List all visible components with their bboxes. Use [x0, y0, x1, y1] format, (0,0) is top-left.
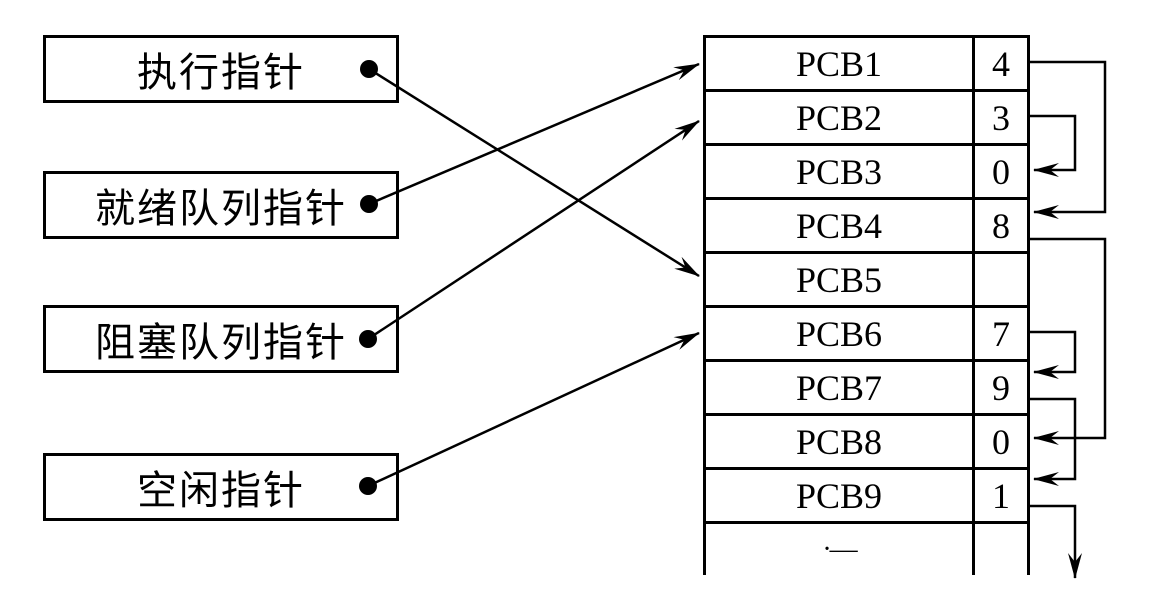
pcb-next-cell: 9 — [992, 367, 1010, 408]
arrow-free-to-pcb6 — [367, 331, 700, 488]
link-pcb4-to-pcb8 — [1030, 237, 1107, 445]
pcb-name-cell: PCB6 — [706, 308, 975, 359]
pointer-box-blocked: 阻塞队列指针 — [43, 305, 399, 373]
table-row-pcb4: PCB4 8 — [706, 200, 1027, 254]
table-row-pcb9: PCB9 1 — [706, 470, 1027, 524]
link-pcb1-to-pcb4 — [1030, 60, 1107, 219]
pcb-next-cell: 3 — [992, 97, 1010, 138]
pcb-next-cell: 1 — [992, 475, 1010, 516]
pointer-box-free: 空闲指针 — [43, 453, 399, 521]
table-row-pcb6: PCB6 7 — [706, 308, 1027, 362]
continuation-mark: ·— — [706, 524, 975, 575]
link-pcb6-to-pcb7 — [1030, 330, 1077, 379]
table-row-pcb2: PCB2 3 — [706, 92, 1027, 146]
table-row-pcb5: PCB5 — [706, 254, 1027, 308]
pcb-name-cell: PCB4 — [706, 200, 975, 251]
pointer-box-ready: 就绪队列指针 — [43, 171, 399, 239]
pointer-box-exec: 执行指针 — [43, 35, 399, 103]
pcb-next-cell: 0 — [992, 421, 1010, 462]
arrow-ready-to-pcb1 — [368, 62, 700, 206]
link-pcb9-continues-down — [1030, 504, 1082, 579]
pcb-name-cell: PCB3 — [706, 146, 975, 197]
pcb-next-cell: 0 — [992, 151, 1010, 192]
pcb-next-cell — [975, 524, 1027, 575]
table-row-continuation: ·— — [706, 524, 1027, 575]
link-pcb2-to-pcb3 — [1030, 114, 1077, 177]
pcb-next-cell: 4 — [992, 43, 1010, 84]
pointer-label-blocked: 阻塞队列指针 — [95, 320, 347, 365]
link-pcb7-to-pcb9 — [1030, 397, 1077, 486]
table-row-pcb8: PCB8 0 — [706, 416, 1027, 470]
pcb-name-cell: PCB5 — [706, 254, 975, 305]
pcb-next-cell: 8 — [992, 205, 1010, 246]
pcb-name-cell: PCB2 — [706, 92, 975, 143]
pointer-label-ready: 就绪队列指针 — [95, 186, 347, 231]
pointer-label-free: 空闲指针 — [137, 468, 305, 513]
pcb-name-cell: PCB1 — [706, 38, 975, 89]
arrow-blocked-to-pcb2 — [367, 119, 700, 341]
pcb-name-cell: PCB8 — [706, 416, 975, 467]
table-row-pcb7: PCB7 9 — [706, 362, 1027, 416]
pcb-table: PCB1 4 PCB2 3 PCB3 0 PCB4 8 PCB5 PCB6 7 … — [703, 35, 1030, 575]
table-row-pcb1: PCB1 4 — [706, 38, 1027, 92]
pcb-next-cell — [975, 254, 1027, 305]
pcb-next-cell: 7 — [992, 313, 1010, 354]
arrow-exec-to-pcb5 — [368, 67, 700, 278]
pcb-name-cell: PCB7 — [706, 362, 975, 413]
pcb-name-cell: PCB9 — [706, 470, 975, 521]
table-row-pcb3: PCB3 0 — [706, 146, 1027, 200]
pointer-label-exec: 执行指针 — [137, 50, 305, 95]
